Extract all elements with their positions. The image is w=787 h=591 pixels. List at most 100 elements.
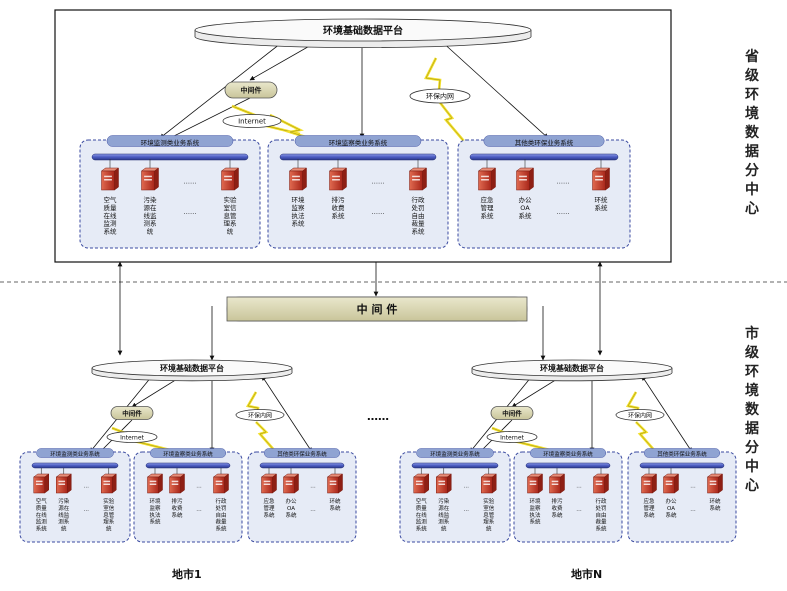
svg-text:管理: 管理 [481,203,495,212]
svg-text:系统: 系统 [104,227,118,236]
svg-text:排污: 排污 [332,195,346,204]
city-1-monitor-group-dots-top: … [84,483,90,489]
province-other-group-title: 其他类环保业务系统 [515,138,574,147]
city-n-arrow-mw [511,375,563,408]
svg-text:空气: 空气 [104,195,118,204]
city-1-intranet-bolt-bottom [255,421,275,451]
svg-text:OA: OA [667,506,675,512]
svg-text:执法: 执法 [292,211,306,220]
city-1-other-group-title: 其他类环保业务系统 [277,450,327,458]
svg-text:空气: 空气 [36,497,48,505]
svg-text:系统: 系统 [292,219,306,228]
svg-text:实验: 实验 [103,497,115,505]
city-n-inspect-group-server-0 [526,473,544,494]
city-1-monitor-group-server-1 [55,473,72,494]
svg-text:办公: 办公 [285,497,297,505]
svg-text:空气: 空气 [416,497,428,505]
svg-text:行政: 行政 [412,195,426,204]
city-1-other-group: 其他类环保业务系统…… [247,448,357,543]
city-1-intranet-cloud-label: 环保内网 [248,411,272,419]
city-n-monitor-group-dots-top: … [464,483,470,489]
svg-text:统: 统 [441,525,447,533]
city-1-intranet-bolt-bottom-edge [255,421,275,451]
province-monitor-group-title-bar [106,135,234,147]
province-internet-cloud: Internet [222,114,282,128]
svg-text:处罚: 处罚 [412,203,425,212]
svg-text:息管: 息管 [224,211,238,220]
province-inspect-group-bus [279,153,437,161]
city-n-internet-cloud: Internet [486,431,538,443]
province-inspect-group-server-3 [408,167,428,191]
prov-arrow-to-other [439,39,549,139]
city-n-middleware: 中间件 [490,406,534,420]
svg-text:监察: 监察 [149,504,161,512]
svg-text:系统: 系统 [643,511,655,519]
city-1-name: 地市1 [172,568,202,581]
svg-text:监察: 监察 [292,203,306,212]
city-1-middleware: 中间件 [110,406,154,420]
svg-text:行政: 行政 [595,497,607,505]
province-other-group-server-0 [477,167,497,191]
city-n-other-group-dots-bottom: … [690,507,696,513]
province-intranet-cloud-label: 环保内网 [426,92,454,101]
city-n-monitor-group-title: 环境监测类业务系统 [430,450,480,458]
province-inspect-group-title: 环境监察类业务系统 [329,138,388,147]
city-n-other-group-server-1 [662,473,680,494]
svg-text:实验: 实验 [224,195,238,204]
svg-text:在线: 在线 [36,511,48,519]
city-n-other-group-server-0 [640,473,658,494]
province-middleware-label: 中间件 [241,86,262,95]
svg-text:室信: 室信 [483,504,495,512]
svg-text:理系: 理系 [483,518,495,526]
city-n-inspect-group-server-1 [548,473,566,494]
svg-text:处罚: 处罚 [215,504,226,512]
city-1-monitor-group-title: 环境监测类业务系统 [50,450,100,458]
city-1-intranet-cloud: 环保内网 [235,409,285,421]
main-middleware-box [226,296,528,322]
province-monitor-group-server-3 [220,167,240,191]
city-n-monitor-group-server-1 [435,473,452,494]
province-monitor-group-server-0 [100,167,120,191]
city-n-intranet-bolt-bottom [635,421,655,451]
city-n-other-group-title-bar [643,448,721,458]
svg-text:管理: 管理 [643,504,655,512]
svg-text:自由: 自由 [595,511,606,519]
svg-text:源在: 源在 [58,504,70,512]
city-1-inspect-group-title: 环境监察类业务系统 [163,450,213,458]
city-1-other-group-title-bar [263,448,341,458]
svg-text:环境: 环境 [292,195,306,204]
svg-text:室信: 室信 [224,203,238,212]
svg-text:统: 统 [147,227,154,236]
city-n-intranet-cloud: 环保内网 [615,409,665,421]
province-intranet-cloud: 环保内网 [409,88,471,104]
province-other-group: 其他类环保业务系统………… [457,135,631,249]
svg-text:环统: 环统 [329,497,341,505]
city-n-monitor-group-title-bar [416,448,494,458]
svg-text:系统: 系统 [36,525,48,533]
svg-text:系统: 系统 [529,518,541,526]
city-n-middleware-label: 中间件 [502,408,522,417]
province-other-group-title-bar [483,135,605,147]
svg-text:污染: 污染 [438,497,450,505]
province-monitor-group-server-1 [140,167,160,191]
svg-text:应急: 应急 [643,497,655,505]
svg-text:在线: 在线 [416,511,428,519]
city-n-other-group-dots-top: … [690,483,696,489]
svg-text:质量: 质量 [36,504,48,512]
svg-text:收费: 收费 [332,203,346,212]
city-n-monitor-group-server-0 [413,473,430,494]
city-1-monitor-group-title-bar [36,448,114,458]
svg-text:系统: 系统 [481,211,495,220]
svg-text:系统: 系统 [416,525,428,533]
province-inspect-group-title-bar [294,135,422,147]
province-other-group-dots-bottom: …… [557,208,570,216]
city-1-platform-label: 环境基础数据平台 [160,363,224,373]
city-1-inspect-group-bus [145,462,231,469]
